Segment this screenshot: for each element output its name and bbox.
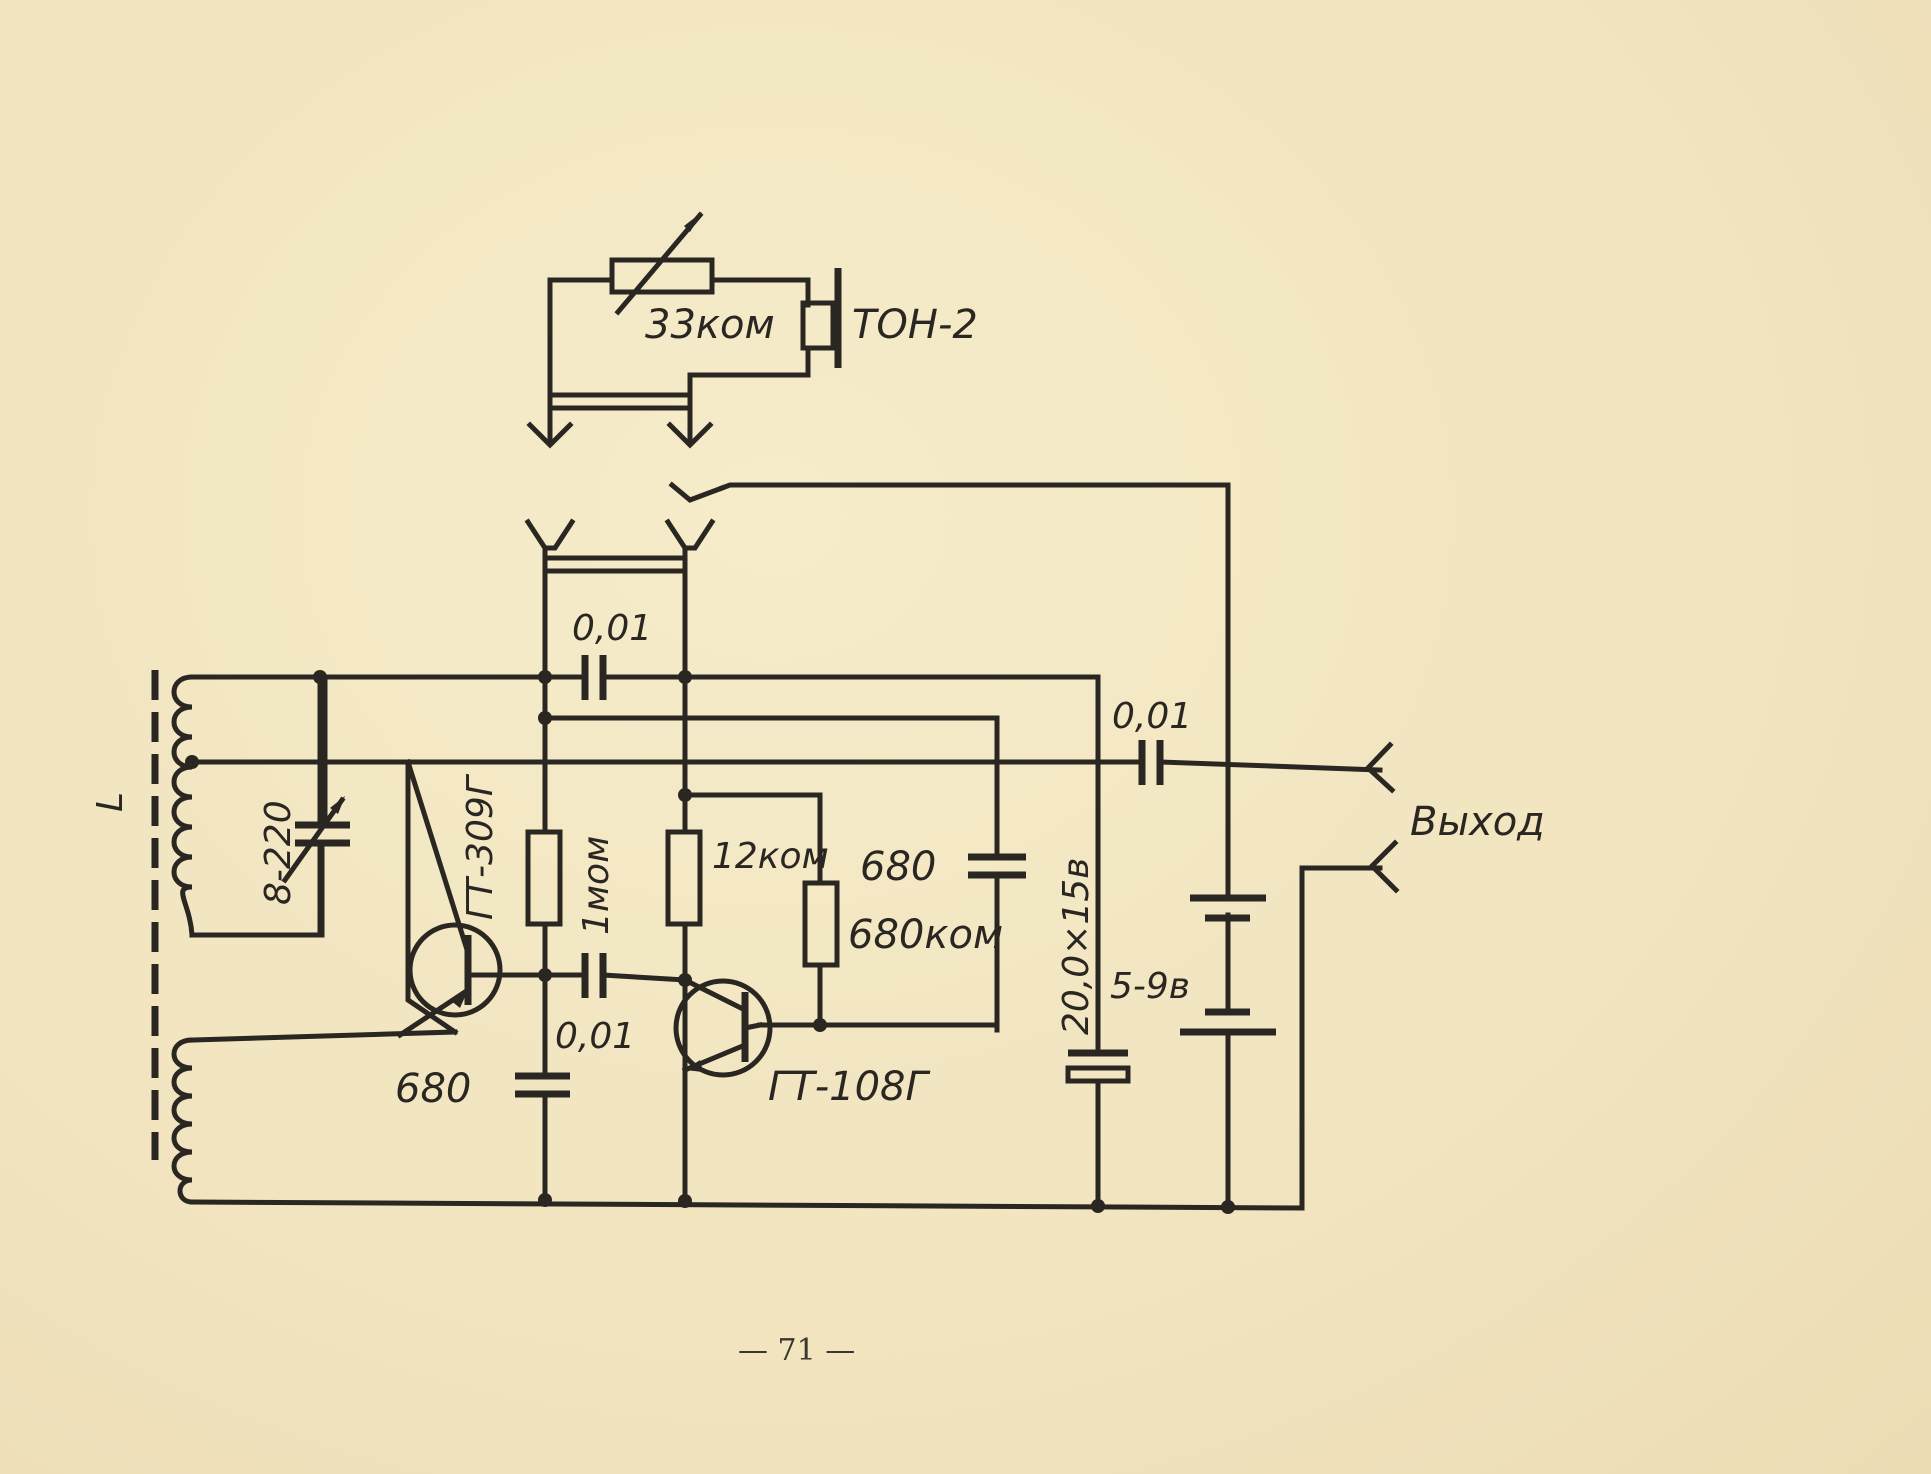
label-c-out: 0,01 (1112, 696, 1192, 737)
label-r-680k: 680ком (848, 912, 1003, 958)
plug-arrow-left (526, 421, 574, 449)
label-var-cap: 8-220 (258, 800, 299, 905)
resistor-1m (525, 829, 563, 927)
label-output: Выход (1410, 799, 1545, 845)
capacitors (281, 655, 1164, 1211)
label-c-680a: 680 (860, 844, 936, 890)
label-coil: L (90, 792, 131, 812)
transistor-gt108 (673, 976, 773, 1078)
label-c-mid: 0,01 (555, 1016, 635, 1057)
battery (1180, 894, 1276, 1036)
label-rheostat: 33ком (645, 302, 775, 348)
coil-lower (171, 1037, 195, 1205)
plug-arrow-right (666, 421, 714, 449)
phone-sockets (524, 481, 1231, 898)
output-jack (1364, 741, 1400, 894)
label-r-12k: 12ком (712, 836, 829, 877)
label-r-1m: 1мом (576, 836, 617, 935)
resistor-12k (665, 829, 703, 927)
wiring (187, 674, 1383, 1211)
variable-capacitor (281, 674, 350, 938)
transistor-gt309 (396, 758, 548, 1039)
label-t1: ГТ-309Г (460, 773, 501, 920)
page-number: — 71 — (738, 1333, 855, 1368)
label-t2: ГТ-108Г (768, 1064, 931, 1110)
coil-upper (171, 674, 195, 938)
resistor-680k (802, 880, 840, 968)
headphone-assembly (526, 211, 842, 449)
label-phones: ТОН-2 (852, 302, 978, 348)
label-c-680b: 680 (395, 1066, 471, 1112)
headphone-ton2 (800, 300, 836, 351)
label-battery: 5-9в (1110, 966, 1190, 1007)
junctions (185, 670, 1235, 1214)
label-c-electro: 20,0×15в (1056, 858, 1097, 1035)
resistors (525, 829, 840, 968)
rheostat-33k (609, 257, 715, 295)
label-c-top: 0,01 (572, 608, 652, 649)
coils (151, 670, 195, 1205)
